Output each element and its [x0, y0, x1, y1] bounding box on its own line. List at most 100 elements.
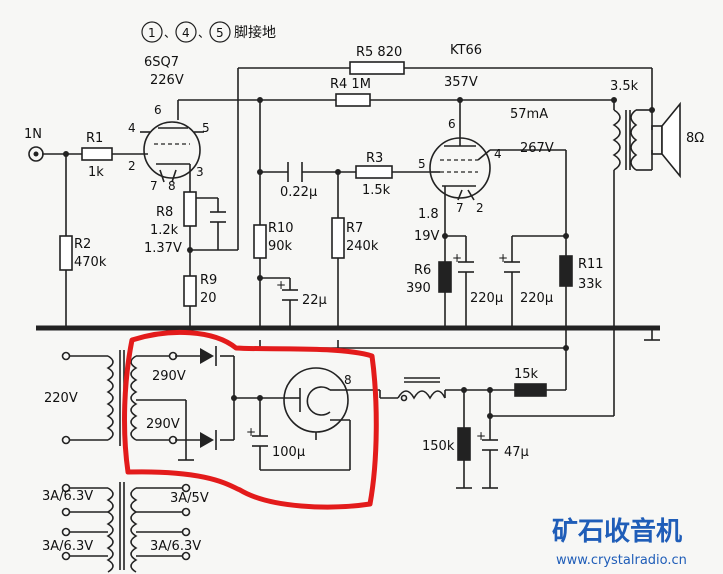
svg-text:1k: 1k	[88, 165, 104, 180]
svg-text:0.22μ: 0.22μ	[280, 185, 317, 200]
c220a-capacitor: +	[452, 251, 474, 273]
r15k-resistor	[514, 383, 547, 397]
filter-choke	[397, 377, 446, 402]
svg-text:1.2k: 1.2k	[150, 223, 179, 238]
svg-text:220μ: 220μ	[520, 291, 553, 306]
svg-text:R11: R11	[578, 257, 604, 272]
power-tube	[429, 137, 491, 201]
svg-text:R8: R8	[156, 205, 173, 220]
svg-text:+: +	[246, 425, 256, 439]
capacitors: + + + + +	[210, 162, 520, 451]
svg-text:脚接地: 脚接地	[234, 24, 276, 41]
r8-resistor	[183, 191, 197, 227]
svg-text:4: 4	[182, 26, 190, 40]
svg-text:6: 6	[154, 103, 162, 117]
preamp-tube-name: 6SQ7	[144, 55, 179, 70]
svg-text:240k: 240k	[346, 239, 379, 254]
svg-text:1.37V: 1.37V	[144, 241, 182, 256]
svg-text:5: 5	[418, 157, 426, 171]
svg-text:15k: 15k	[514, 367, 539, 382]
mains-transformer	[61, 350, 191, 573]
cathode-capacitor-pre	[210, 211, 226, 223]
svg-text:R10: R10	[268, 221, 294, 236]
text-labels: 1 、 4 、 5 脚接地 6SQ7 226V 6 4 5 2 7 8 3 KT…	[24, 21, 704, 554]
svg-text:100μ: 100μ	[272, 445, 305, 460]
svg-text:7: 7	[456, 201, 464, 215]
c100-capacitor: +	[246, 425, 268, 447]
resistors	[59, 61, 573, 461]
svg-text:390: 390	[406, 281, 431, 296]
ground-pin-note: 1 、 4 、 5 脚接地	[141, 21, 276, 43]
svg-text:1N: 1N	[24, 127, 42, 142]
svg-text:R7: R7	[346, 221, 363, 236]
svg-text:470k: 470k	[74, 255, 107, 270]
svg-text:5: 5	[216, 26, 224, 40]
junction-nodes	[63, 97, 655, 419]
svg-text:8: 8	[344, 373, 352, 387]
r6-resistor	[438, 261, 452, 293]
site-watermark: 矿石收音机 www.crystalradio.cn	[552, 516, 687, 568]
svg-text:33k: 33k	[578, 277, 603, 292]
svg-text:20: 20	[200, 291, 217, 306]
svg-text:2: 2	[476, 201, 484, 215]
svg-text:+: +	[276, 278, 286, 292]
r11-resistor	[559, 255, 573, 287]
svg-text:+: +	[476, 429, 486, 443]
r2-resistor	[59, 235, 73, 271]
svg-text:R9: R9	[200, 273, 217, 288]
r9-resistor	[183, 275, 197, 307]
svg-text:290V: 290V	[146, 417, 180, 432]
svg-text:22μ: 22μ	[302, 293, 327, 308]
svg-text:+: +	[498, 251, 508, 265]
wiring	[36, 67, 660, 489]
svg-text:、: 、	[164, 26, 176, 40]
svg-text:3.5k: 3.5k	[610, 79, 639, 94]
output-transformer	[612, 109, 638, 171]
r150k-resistor	[457, 427, 471, 461]
highlight-outline	[122, 330, 379, 510]
svg-text:290V: 290V	[152, 369, 186, 384]
svg-text:R3: R3	[366, 151, 383, 166]
svg-text:5: 5	[202, 121, 210, 135]
preamp-tube	[140, 121, 204, 183]
svg-text:1.5k: 1.5k	[362, 183, 391, 198]
svg-text:220V: 220V	[44, 391, 78, 406]
c22-capacitor: +	[276, 278, 298, 301]
svg-text:R4 1M: R4 1M	[330, 77, 371, 92]
c47-capacitor: +	[476, 429, 498, 451]
watermark-name: 矿石收音机	[552, 516, 682, 547]
svg-text:6: 6	[448, 117, 456, 131]
screen-voltage: 267V	[520, 141, 554, 156]
r5-resistor	[349, 61, 405, 75]
svg-text:1.8: 1.8	[418, 207, 439, 222]
svg-text:R1: R1	[86, 131, 103, 146]
r4-resistor	[335, 93, 371, 107]
svg-text:3A/6.3V: 3A/6.3V	[42, 489, 93, 504]
svg-text:220μ: 220μ	[470, 291, 503, 306]
r10-resistor	[253, 224, 267, 259]
svg-text:150k: 150k	[422, 439, 455, 454]
input-jack	[28, 146, 44, 162]
r7-resistor	[331, 217, 345, 259]
power-plate-voltage: 357V	[444, 75, 478, 90]
svg-text:47μ: 47μ	[504, 445, 529, 460]
svg-text:3A/5V: 3A/5V	[170, 491, 209, 506]
svg-text:8: 8	[168, 179, 176, 193]
svg-text:1: 1	[148, 26, 156, 40]
svg-text:3A/6.3V: 3A/6.3V	[42, 539, 93, 554]
svg-text:R6: R6	[414, 263, 431, 278]
power-tube-current: 57mA	[510, 107, 548, 122]
svg-text:、: 、	[198, 26, 210, 40]
svg-text:3A/6.3V: 3A/6.3V	[150, 539, 201, 554]
svg-text:4: 4	[128, 121, 136, 135]
preamp-plate-voltage: 226V	[150, 73, 184, 88]
c220b-capacitor: +	[498, 251, 520, 273]
coupling-capacitor	[287, 162, 303, 182]
r1-resistor	[81, 147, 113, 161]
diodes	[200, 346, 217, 450]
svg-text:19V: 19V	[414, 229, 440, 244]
r3-resistor	[355, 165, 393, 179]
svg-text:7: 7	[150, 179, 158, 193]
